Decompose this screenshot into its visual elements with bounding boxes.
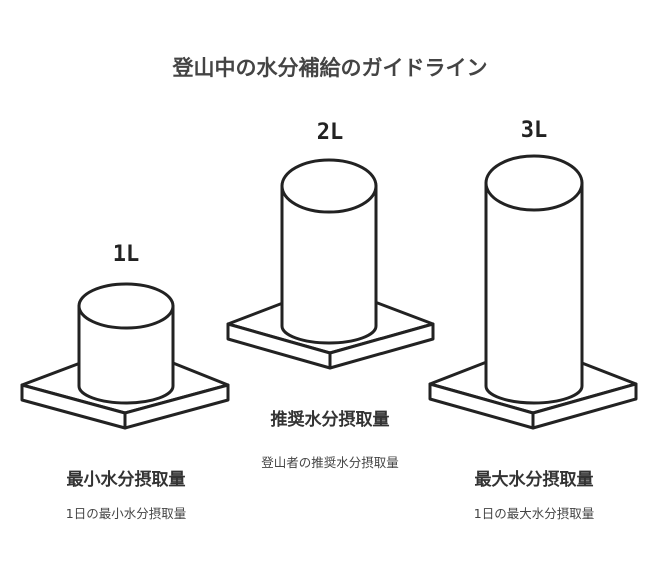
description-recommended-intake: 登山者の推奨水分摂取量 [261,455,399,470]
cylinder-2l [280,158,378,345]
diagram-title: 登山中の水分補給のガイドライン [172,56,488,80]
volume-label-3l: 3L [520,118,548,143]
cylinder-3l [484,154,584,405]
cylinder-1l [77,282,175,405]
label-minimum-intake: 最小水分摂取量 [66,470,186,490]
label-recommended-intake: 推奨水分摂取量 [270,410,390,430]
description-minimum-intake: 1日の最小水分摂取量 [65,506,187,521]
volume-label-1l: 1L [112,242,140,267]
volume-label-2l: 2L [316,120,344,145]
label-maximum-intake: 最大水分摂取量 [474,470,594,490]
description-maximum-intake: 1日の最大水分摂取量 [473,506,595,521]
